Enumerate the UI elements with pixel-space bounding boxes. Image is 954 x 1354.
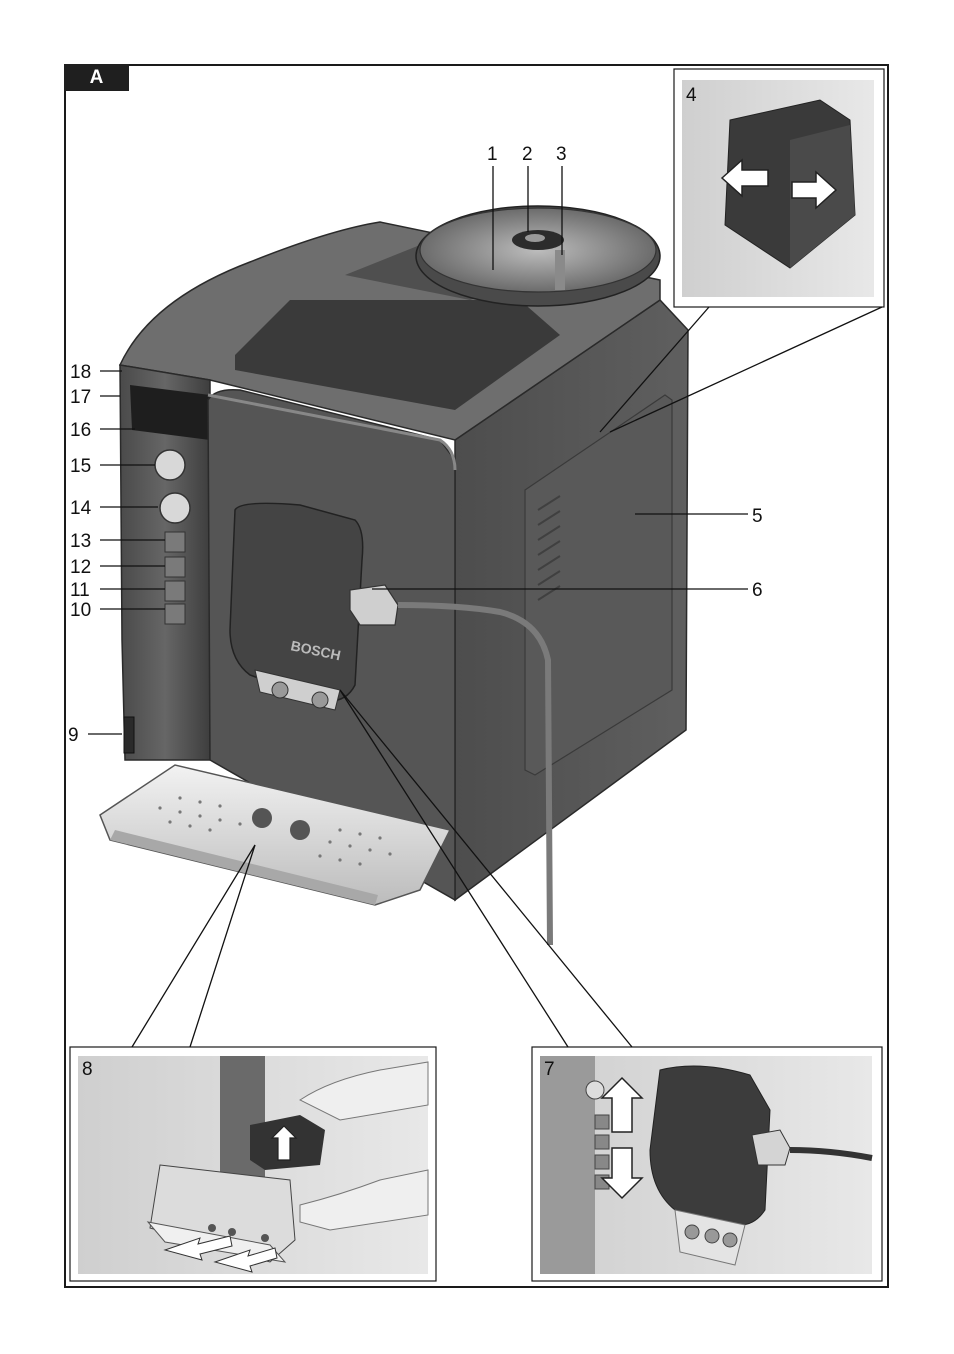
inset-panel-8: 8 — [70, 1047, 436, 1281]
callout-3: 3 — [556, 144, 567, 165]
callout-5: 5 — [752, 506, 763, 527]
knob-15 — [155, 450, 185, 480]
callout-13: 13 — [70, 531, 91, 552]
inset-panel-7: 7 — [532, 1047, 882, 1281]
inset-4-label: 4 — [686, 85, 697, 106]
machine: BOSCH — [100, 206, 688, 945]
callout-2: 2 — [522, 144, 533, 165]
callout-6: 6 — [752, 580, 763, 601]
callout-14: 14 — [70, 498, 92, 519]
callout-9: 9 — [68, 725, 79, 746]
knob-14 — [160, 493, 190, 523]
callout-15: 15 — [70, 456, 91, 477]
callout-18: 18 — [70, 362, 91, 383]
callout-1: 1 — [487, 144, 498, 165]
callout-17: 17 — [70, 387, 91, 408]
callout-16: 16 — [70, 420, 91, 441]
callout-12: 12 — [70, 557, 91, 578]
inset-8-label: 8 — [82, 1059, 93, 1080]
inset-7-label: 7 — [544, 1059, 555, 1080]
inset-panel-4: 4 — [674, 69, 884, 307]
callout-11: 11 — [70, 580, 90, 601]
callout-10: 10 — [70, 600, 91, 621]
